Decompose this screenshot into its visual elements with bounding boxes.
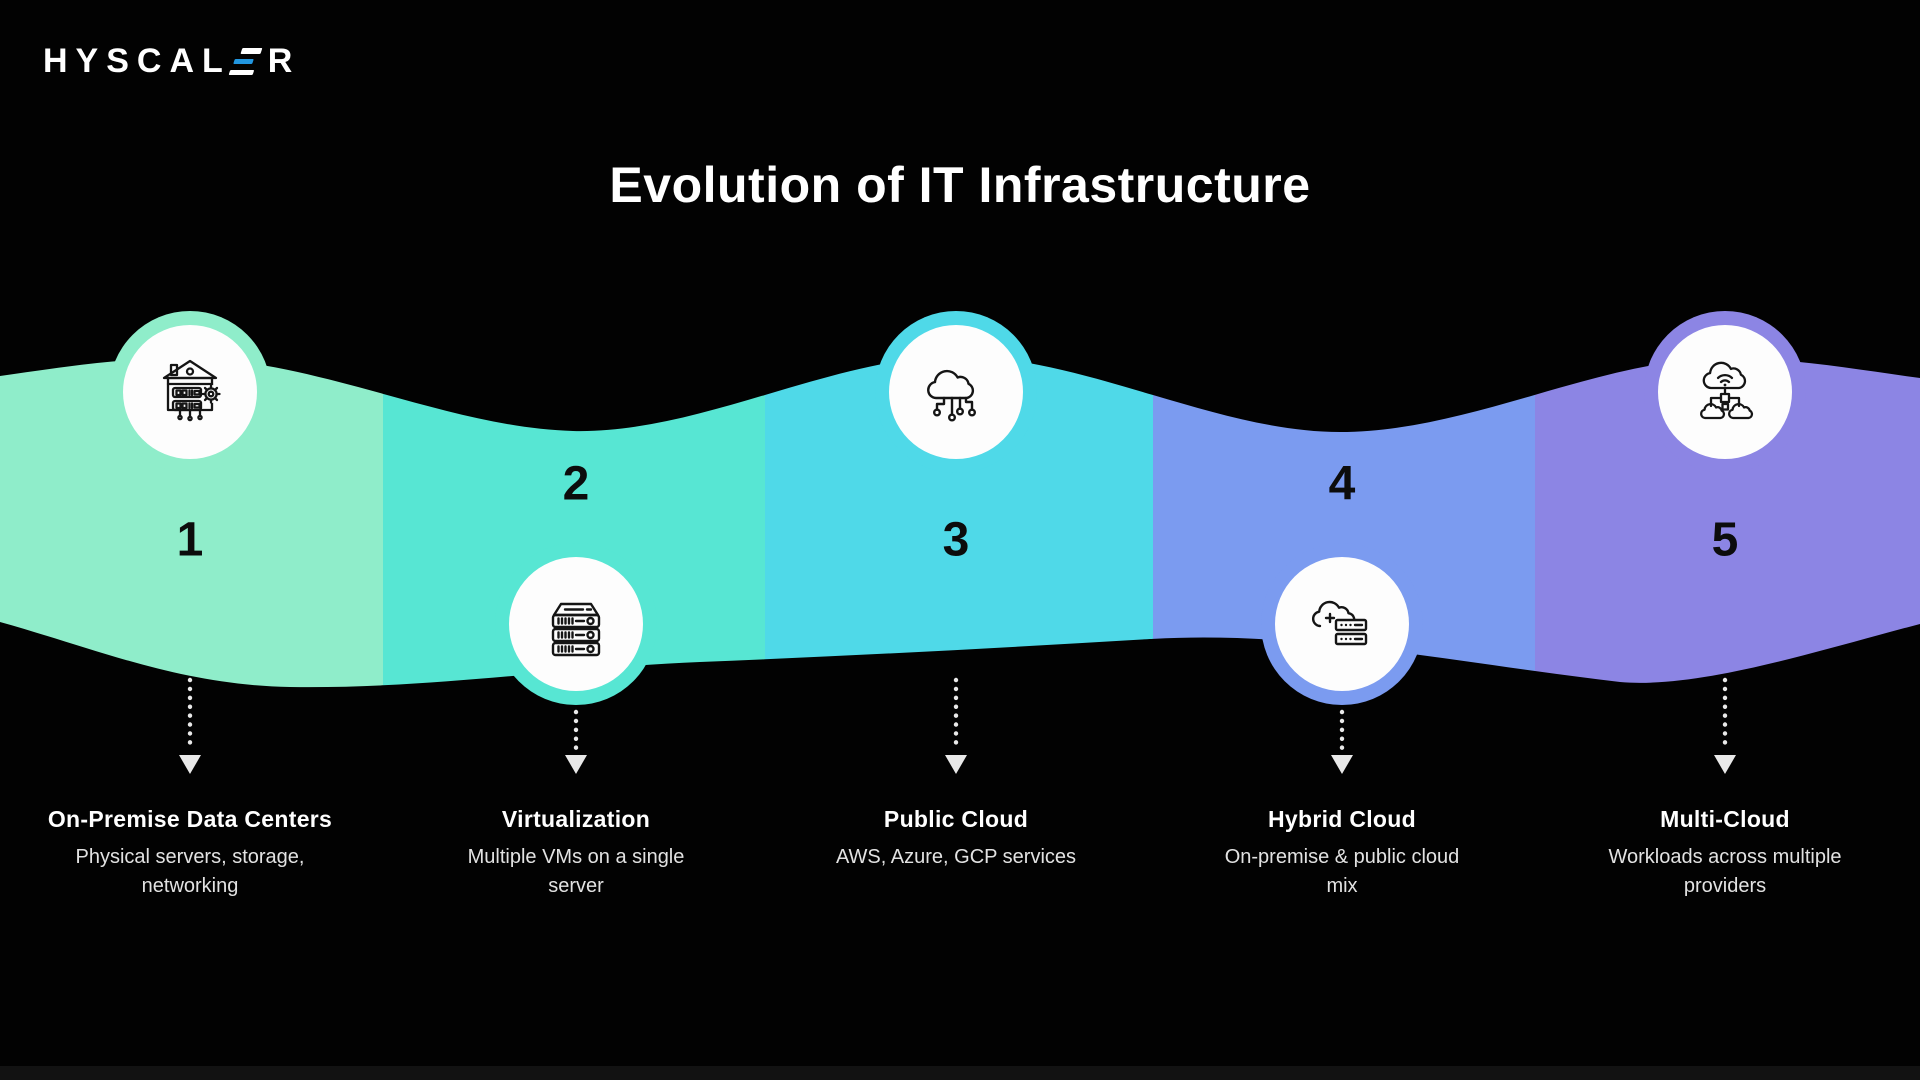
cloud-network-icon <box>927 369 977 422</box>
stage-name: Hybrid Cloud <box>1268 806 1416 832</box>
stage-circle-2 <box>495 543 657 705</box>
hybrid-cloud-icon <box>1311 600 1368 646</box>
stage-number-4: 4 <box>1328 457 1356 511</box>
stage-number-2: 2 <box>562 457 590 511</box>
stage-number-3: 3 <box>942 513 970 567</box>
stage-caption-3: Public Cloud AWS, Azure, GCP services <box>786 806 1126 872</box>
stage-description: AWS, Azure, GCP services <box>835 846 1077 868</box>
arrow-stage-1 <box>179 677 201 774</box>
stage-caption-2: Virtualization Multiple VMs on a single … <box>406 806 746 901</box>
arrow-stage-2 <box>565 709 587 774</box>
stage-description: Workloads across multiple providers <box>1608 846 1842 897</box>
data-center-icon <box>162 359 221 422</box>
stage-description: Physical servers, storage, networking <box>75 846 305 897</box>
hyscaler-logo: HYSCAL R <box>43 44 300 78</box>
stage-name: Public Cloud <box>883 806 1029 832</box>
page-title: Evolution of IT Infrastructure <box>609 156 1311 213</box>
logo-text-left: HYSCAL <box>43 42 231 80</box>
stage-number-5: 5 <box>1711 513 1739 567</box>
stage-name: Multi-Cloud <box>1660 806 1790 832</box>
arrow-stage-5 <box>1714 677 1736 774</box>
stage-caption-5: Multi-Cloud Workloads across multiple pr… <box>1555 806 1895 901</box>
logo-text-right: R <box>267 42 301 80</box>
stage-description: On-premise & public cloud mix <box>1224 846 1460 897</box>
server-stack-icon <box>551 602 601 657</box>
stage-number-1: 1 <box>176 513 204 567</box>
stage-name: On-Premise Data Centers <box>47 806 333 832</box>
arrow-stage-3 <box>945 677 967 774</box>
footer-strip <box>0 1066 1920 1080</box>
stage-circle-3 <box>875 311 1037 473</box>
stage-caption-1: On-Premise Data Centers Physical servers… <box>20 806 360 901</box>
stage-description: Multiple VMs on a single server <box>467 846 685 897</box>
arrow-stage-4 <box>1331 709 1353 774</box>
stage-name: Virtualization <box>501 806 651 832</box>
multi-cloud-icon <box>1700 361 1754 420</box>
stage-caption-4: Hybrid Cloud On-premise & public cloud m… <box>1172 806 1512 901</box>
